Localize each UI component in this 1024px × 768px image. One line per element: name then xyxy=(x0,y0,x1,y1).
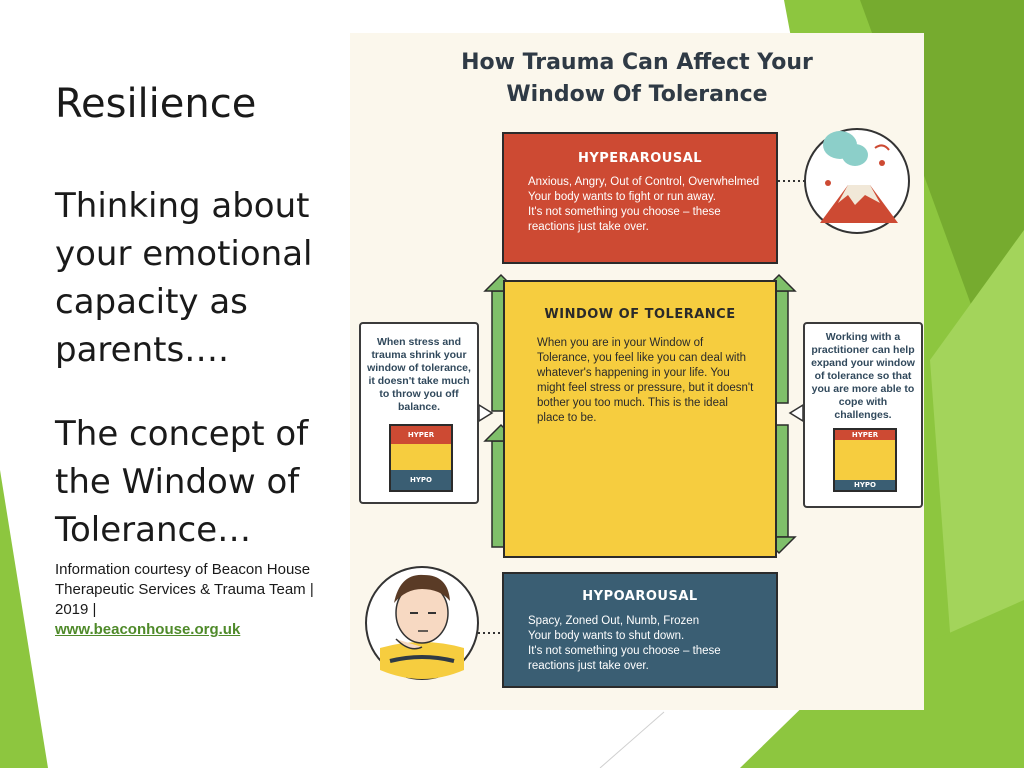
window-of-tolerance-infographic: How Trauma Can Affect Your Window Of Tol… xyxy=(350,33,924,710)
shrink-window-note-text: When stress and trauma shrink your windo… xyxy=(367,336,471,413)
hypoarousal-text: Spacy, Zoned Out, Numb, Frozen Your body… xyxy=(528,615,721,672)
infographic-title-line1: How Trauma Can Affect Your xyxy=(461,50,813,75)
volcano-illustration xyxy=(804,128,910,234)
window-of-tolerance-heading: WINDOW OF TOLERANCE xyxy=(544,307,736,322)
mini-hyper-band: HYPER xyxy=(391,426,451,444)
narrow-window-mini-diagram: HYPER HYPO xyxy=(389,424,453,492)
hypoarousal-box: HYPOAROUSAL Spacy, Zoned Out, Numb, Froz… xyxy=(502,572,778,688)
credit-text: Information courtesy of Beacon House The… xyxy=(55,560,340,640)
expand-window-note: Working with a practitioner can help exp… xyxy=(803,322,923,508)
window-of-tolerance-text: When you are in your Window of Tolerance… xyxy=(537,337,754,424)
credit-line: Information courtesy of Beacon House The… xyxy=(55,561,314,618)
paragraph-window-concept: The concept of the Window of Tolerance… xyxy=(55,414,309,550)
wide-window-mini-diagram: HYPER HYPO xyxy=(833,428,897,492)
mini-window-band xyxy=(391,444,451,470)
zoned-out-child-illustration xyxy=(365,566,479,680)
window-of-tolerance-box: WINDOW OF TOLERANCE When you are in your… xyxy=(503,280,777,558)
shrink-window-note: When stress and trauma shrink your windo… xyxy=(359,322,479,504)
hyperarousal-heading: HYPERAROUSAL xyxy=(577,151,703,166)
mini-hyper-band-right: HYPER xyxy=(835,430,895,440)
left-text-panel: Resilience Thinking about your emotional… xyxy=(55,80,340,640)
beaconhouse-link[interactable]: www.beaconhouse.org.uk xyxy=(55,621,241,638)
mini-window-band-right xyxy=(835,440,895,480)
mini-hypo-band-right: HYPO xyxy=(835,480,895,490)
expand-window-note-text: Working with a practitioner can help exp… xyxy=(811,331,915,421)
hypoarousal-heading: HYPOAROUSAL xyxy=(582,589,698,604)
paragraph-emotional-capacity: Thinking about your emotional capacity a… xyxy=(55,186,313,370)
mini-hypo-band: HYPO xyxy=(391,470,451,490)
hyperarousal-box: HYPERAROUSAL Anxious, Angry, Out of Cont… xyxy=(502,132,778,264)
slide-title: Resilience xyxy=(55,81,257,127)
infographic-title: How Trauma Can Affect Your Window Of Tol… xyxy=(350,47,924,111)
hyperarousal-text: Anxious, Angry, Out of Control, Overwhel… xyxy=(528,176,760,233)
infographic-title-line2: Window Of Tolerance xyxy=(506,82,768,107)
